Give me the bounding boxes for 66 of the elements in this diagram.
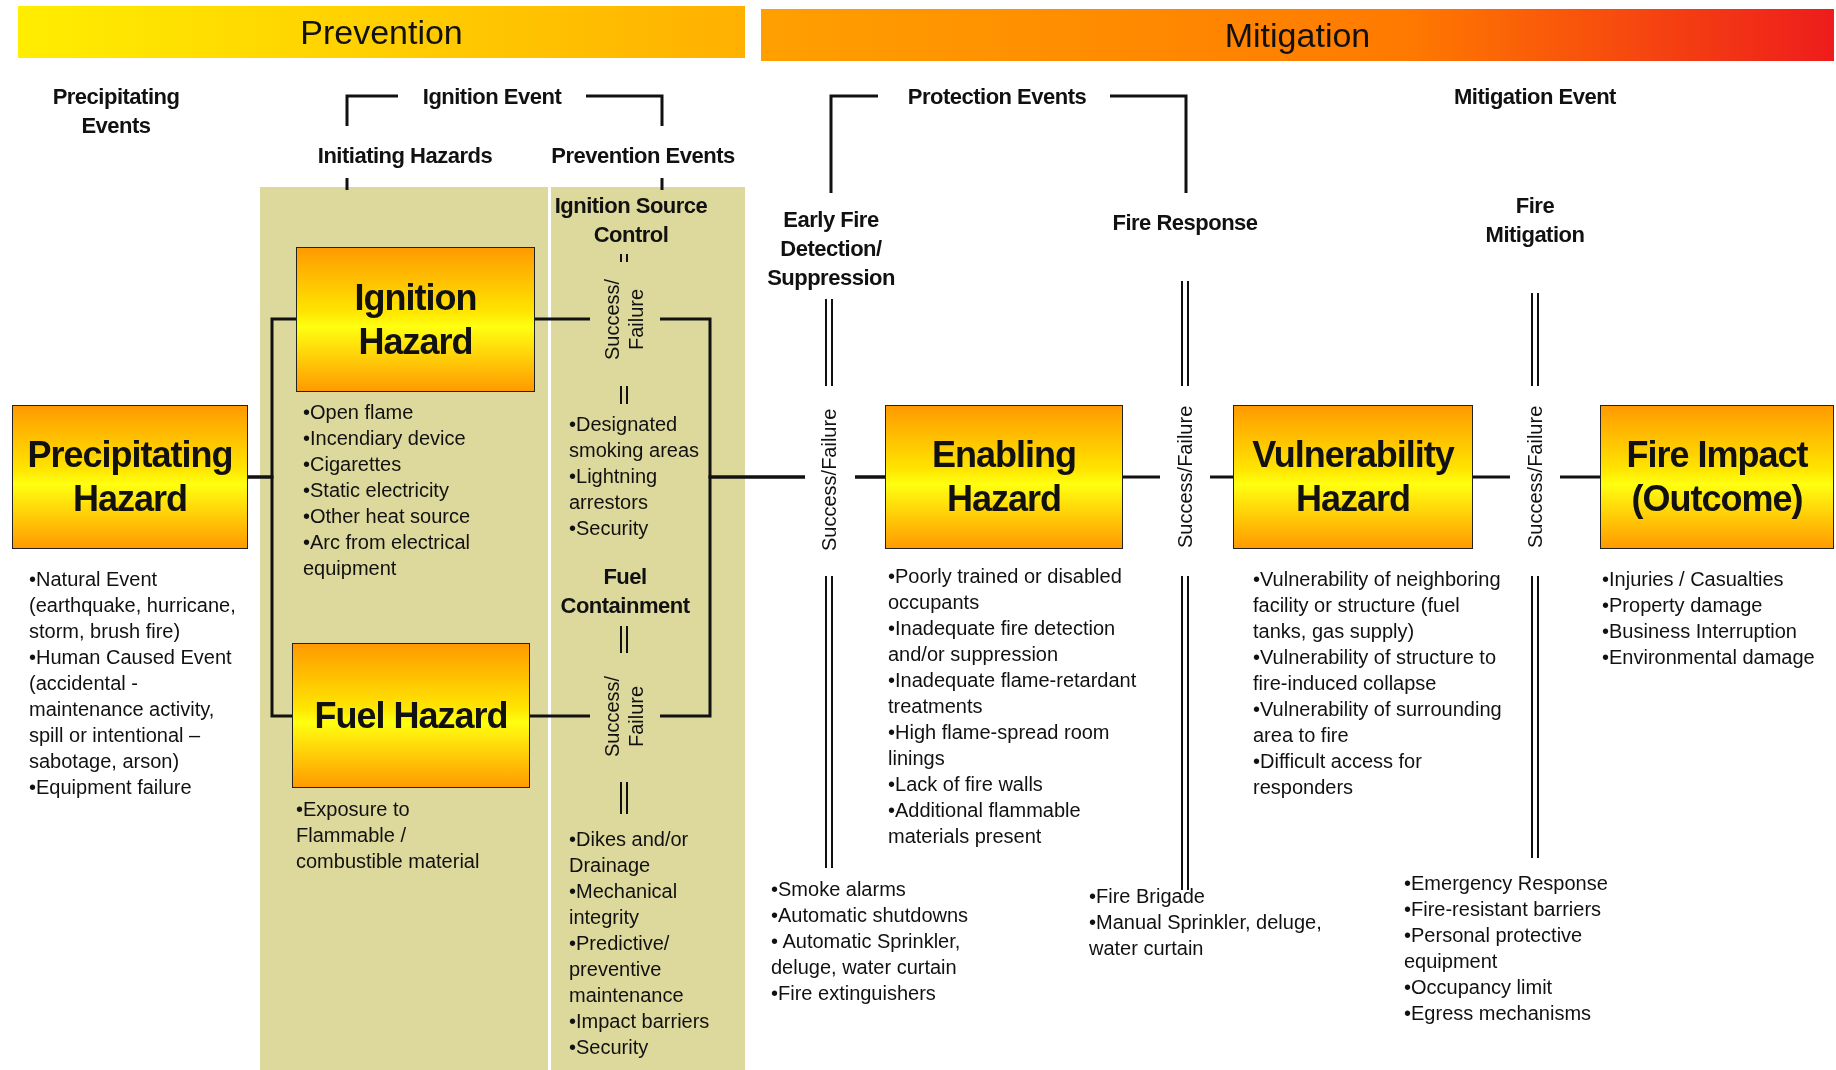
bullet-item: •Cigarettes (303, 452, 403, 477)
header-band: Prevention (18, 6, 745, 58)
bullet-item: •Emergency Response (1404, 871, 1609, 896)
bullet-item: •Open flame (303, 400, 415, 425)
bullet-item: •Arc from electrical equipment (303, 530, 472, 581)
bullet-item: •Additional flammable materials present (888, 798, 1082, 849)
hazard-box: Precipitating Hazard (12, 405, 248, 549)
bullet-item: • Automatic Sprinkler, deluge, water curtain (771, 929, 962, 980)
hazard-box: Fire Impact (Outcome) (1600, 405, 1834, 549)
connector-line (1471, 475, 1602, 479)
bullet-item: •Lack of fire walls (888, 772, 1044, 797)
bullet-item: •Fire-resistant barriers (1404, 897, 1603, 922)
column-heading: Ignition Source Control (553, 192, 709, 249)
bullet-item: •Environmental damage (1602, 645, 1816, 670)
bullet-item: •Smoke alarms (771, 877, 907, 902)
bullet-item: •Dikes and/or Drainage (569, 827, 690, 878)
bullet-item: •Vulnerability of structure to fire-induced collapse (1253, 645, 1498, 696)
bullet-item: •Business Interruption (1602, 619, 1798, 644)
bullet-item: •Poorly trained or disabled occupants (888, 564, 1123, 615)
column-heading: Fire Response (1111, 209, 1259, 237)
bullet-item: •Personal protective equipment (1404, 923, 1584, 974)
connector-line (1121, 475, 1235, 479)
bullet-item: •Designated smoking areas (569, 412, 701, 463)
bullet-item: •Static electricity (303, 478, 450, 503)
connector-line (248, 475, 292, 718)
bullet-item: •Egress mechanisms (1404, 1001, 1593, 1026)
hazard-box: Ignition Hazard (296, 247, 535, 392)
column-heading: Prevention Events (550, 142, 736, 170)
column-heading: Protection Events (906, 83, 1088, 111)
bullet-item: •Manual Sprinkler, deluge, water curtain (1089, 910, 1323, 961)
header-band: Mitigation (761, 9, 1834, 61)
bullet-item: •Incendiary device (303, 426, 467, 451)
bullet-item: •Impact barriers (569, 1009, 711, 1034)
bullet-item: •Equipment failure (29, 775, 193, 800)
bullet-item: •Inadequate fire detection and/or suppression (888, 616, 1117, 667)
bullet-item: •Exposure to Flammable / combustible material (296, 797, 481, 874)
column-heading: Precipitating Events (51, 83, 181, 140)
bullet-item: •Inadequate flame-retardant treatments (888, 668, 1138, 719)
column-heading: Fire Mitigation (1484, 192, 1586, 249)
bullet-item: •Injuries / Casualties (1602, 567, 1785, 592)
column-heading: Initiating Hazards (316, 142, 494, 170)
bullet-item: •Natural Event (earthquake, hurricane, storm, brush fire) (29, 567, 237, 644)
bullet-item: •Occupancy limit (1404, 975, 1554, 1000)
bullet-item: •Lightning arrestors (569, 464, 659, 515)
bullet-item: •Security (569, 1035, 650, 1060)
bullet-item: •Difficult access for responders (1253, 749, 1423, 800)
column-heading: Early Fire Detection/ Suppression (766, 206, 896, 292)
bullet-item: •Vulnerability of surrounding area to fire (1253, 697, 1503, 748)
hazard-box: Fuel Hazard (292, 643, 530, 788)
bullet-item: •Mechanical integrity (569, 879, 679, 930)
hazard-box: Enabling Hazard (885, 405, 1123, 549)
connector-line (528, 475, 887, 718)
hazard-box: Vulnerability Hazard (1233, 405, 1473, 549)
bullet-item: •Property damage (1602, 593, 1764, 618)
bullet-item: •Human Caused Event (accidental - maintenance activity, spill or intentional – sabotage, arson) (29, 645, 233, 774)
column-heading: Ignition Event (421, 83, 563, 111)
bullet-item: •Automatic shutdowns (771, 903, 970, 928)
bullet-item: •Security (569, 516, 650, 541)
bullet-item: •Vulnerability of neighboring facility or structure (fuel tanks, gas supply) (1253, 567, 1502, 644)
bullet-item: •Other heat source (303, 504, 472, 529)
bullet-item: •Predictive/ preventive maintenance (569, 931, 685, 1008)
column-heading: Fuel Containment (560, 563, 690, 620)
bullet-item: •Fire extinguishers (771, 981, 937, 1006)
column-heading: Mitigation Event (1453, 83, 1617, 111)
bullet-item: •Fire Brigade (1089, 884, 1206, 909)
bullet-item: •High flame-spread room linings (888, 720, 1111, 771)
